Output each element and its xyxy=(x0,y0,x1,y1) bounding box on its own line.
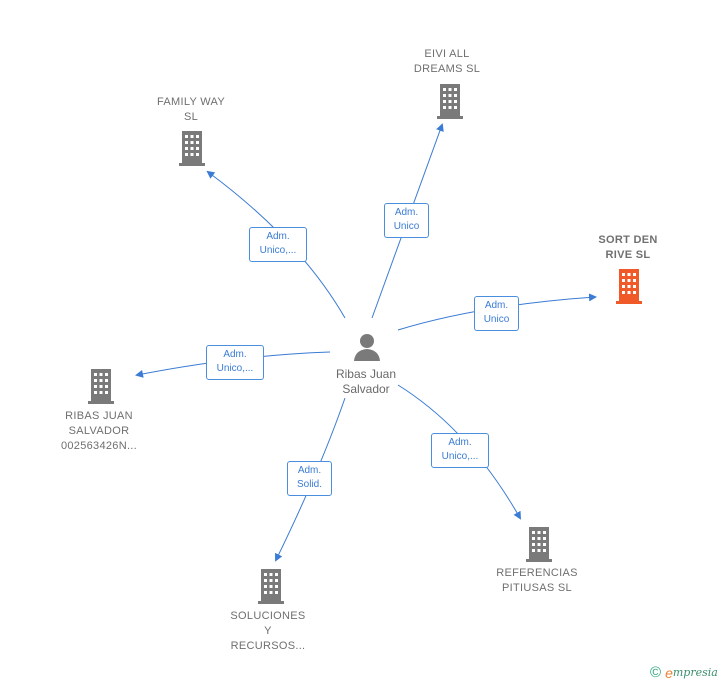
company-name-ribas[interactable]: RIBAS JUAN SALVADOR 002563426N... xyxy=(60,410,138,452)
copyright-icon: © xyxy=(650,664,662,681)
building-icon[interactable] xyxy=(85,369,117,410)
company-name-soluciones[interactable]: SOLUCIONES Y RECURSOS... xyxy=(230,610,306,652)
building-icon[interactable] xyxy=(613,269,645,310)
relation-label-referencias[interactable]: Adm. Unico,... xyxy=(431,433,489,468)
building-icon[interactable] xyxy=(434,84,466,125)
company-name-referencias[interactable]: REFERENCIAS PITIUSAS SL xyxy=(496,567,578,594)
company-name-sort[interactable]: SORT DEN RIVE SL xyxy=(598,234,658,261)
relation-label-family[interactable]: Adm. Unico,... xyxy=(249,227,307,262)
company-name-family[interactable]: FAMILY WAY SL xyxy=(157,96,225,123)
building-icon[interactable] xyxy=(523,527,555,568)
relation-label-ribas[interactable]: Adm. Unico,... xyxy=(206,345,264,380)
person-icon[interactable] xyxy=(352,332,382,362)
relation-label-soluciones[interactable]: Adm. Solid. xyxy=(287,461,332,496)
relation-label-eivi[interactable]: Adm. Unico xyxy=(384,203,429,238)
center-person-name[interactable]: Ribas Juan Salvador xyxy=(335,367,397,396)
relation-label-sort[interactable]: Adm. Unico xyxy=(474,296,519,331)
building-icon[interactable] xyxy=(176,131,208,172)
building-icon[interactable] xyxy=(255,569,287,610)
brand-logo-text: mpresia xyxy=(672,666,718,679)
brand-logo-initial: e xyxy=(665,664,673,681)
company-name-eivi[interactable]: EIVI ALL DREAMS SL xyxy=(413,48,481,75)
